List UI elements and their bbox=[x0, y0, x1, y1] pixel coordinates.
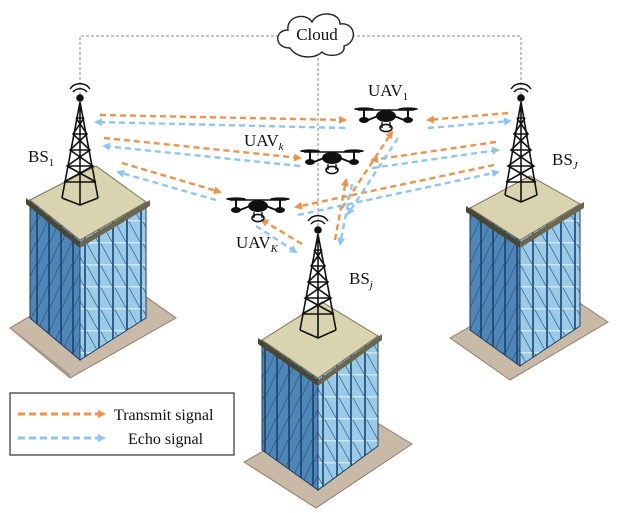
backhaul-bs1 bbox=[79, 35, 283, 95]
label-bsj: BSj bbox=[349, 269, 373, 291]
transmit-bsj-uavK bbox=[260, 218, 303, 246]
echo-uav1-bsJ bbox=[427, 117, 512, 130]
label-uav1: UAV1 bbox=[368, 81, 408, 103]
echo-uavk-bsJ bbox=[371, 146, 500, 170]
transmit-bsj-uavk bbox=[333, 178, 349, 241]
building-bsJ bbox=[449, 175, 609, 381]
uav-1-icon bbox=[354, 107, 418, 133]
transmit-signals bbox=[99, 111, 509, 246]
transmit-bs1-uavK bbox=[121, 161, 222, 195]
cloud-label: Cloud bbox=[296, 25, 338, 44]
tower-bsJ bbox=[504, 83, 538, 203]
label-uavK: UAVK bbox=[236, 233, 279, 255]
building-bsj bbox=[243, 301, 413, 509]
transmit-bsJ-uavK bbox=[294, 163, 495, 210]
uav-K-icon bbox=[226, 197, 290, 223]
uav-k-icon bbox=[300, 149, 364, 175]
echo-signals bbox=[94, 117, 512, 254]
echo-uavK-bsj bbox=[255, 224, 298, 254]
legend-echo-label: Echo signal bbox=[128, 431, 204, 448]
transmit-bs1-uavk bbox=[103, 136, 302, 162]
echo-uavk-bs1 bbox=[102, 142, 301, 168]
legend: Transmit signal Echo signal bbox=[9, 392, 235, 456]
echo-uavK-bs1 bbox=[116, 169, 217, 202]
tower-bs1 bbox=[61, 83, 99, 206]
echo-uavk-bsj bbox=[337, 183, 354, 246]
label-bs1: BS1 bbox=[28, 147, 54, 169]
label-bsJ: BSJ bbox=[552, 150, 579, 172]
transmit-bs1-uav1 bbox=[99, 113, 347, 124]
cloud-icon: Cloud bbox=[277, 13, 354, 58]
backhaul-bsJ bbox=[352, 35, 522, 95]
building-bs1 bbox=[9, 165, 177, 379]
echo-uav1-bs1 bbox=[94, 118, 346, 130]
echo-uav1-bsj bbox=[346, 137, 400, 216]
legend-box bbox=[9, 392, 235, 456]
tower-bsj bbox=[299, 215, 337, 339]
legend-transmit-label: Transmit signal bbox=[114, 407, 214, 424]
echo-uavK-bsJ bbox=[297, 169, 500, 217]
backhaul-links bbox=[79, 35, 522, 228]
label-uavk: UAVk bbox=[244, 131, 285, 153]
transmit-bsJ-uav1 bbox=[426, 111, 509, 124]
transmit-bsJ-uavk bbox=[370, 140, 497, 164]
